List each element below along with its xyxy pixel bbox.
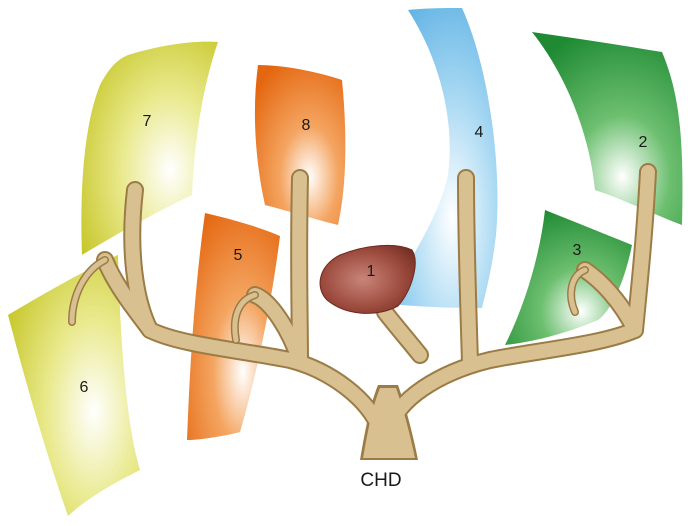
segment-label-5: 5	[234, 247, 243, 264]
segment-7-region	[81, 42, 218, 255]
segment-label-1: 1	[367, 263, 376, 280]
segment-label-8: 8	[302, 117, 311, 134]
segment-label-3: 3	[573, 242, 582, 259]
segment-label-2: 2	[639, 134, 648, 151]
segment-label-7: 7	[143, 113, 152, 130]
common-hepatic-duct-label: CHD	[360, 470, 401, 491]
segment-3-region	[505, 210, 632, 345]
segment-2-region	[532, 32, 682, 225]
segment-label-6: 6	[80, 379, 89, 396]
segment-label-4: 4	[475, 124, 484, 141]
